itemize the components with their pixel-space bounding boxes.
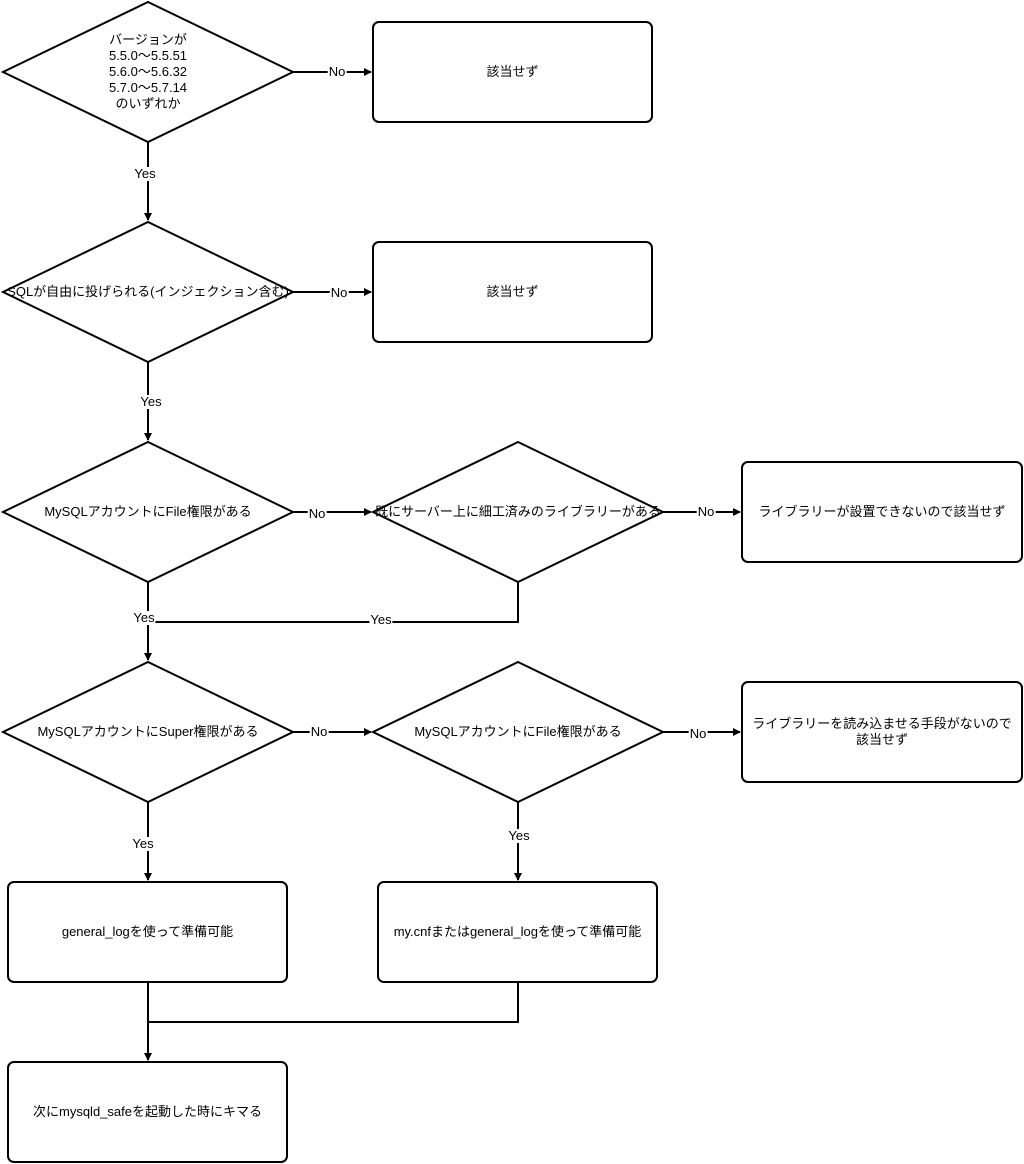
super-privilege-text: MySQLアカウントにSuper権限がある (37, 724, 259, 739)
version-check-text: バージョンが 5.5.0～5.5.51 5.6.0～5.6.32 5.7.0～5… (108, 32, 188, 111)
general-log-text: general_logを使って準備可能 (61, 924, 234, 939)
label-file2-yes: Yes (507, 828, 531, 843)
not-applicable-box-2 (372, 241, 653, 343)
label-super-yes: Yes (131, 836, 155, 851)
file-privilege-text-1: MySQLアカウントにFile権限がある (44, 504, 252, 519)
mycnf-text: my.cnfまたはgeneral_logを使って準備可能 (393, 924, 642, 939)
final-step-box (7, 1061, 288, 1163)
label-super-no: No (309, 724, 329, 739)
file-privilege-text-2: MySQLアカウントにFile権限がある (414, 724, 622, 739)
edge-crafted-yes (148, 582, 519, 623)
not-applicable-text-1: 該当せず (486, 64, 539, 79)
edge-mycnf-final (148, 982, 519, 1023)
label-file1-no: No (307, 506, 327, 521)
no-library-loading-box (741, 681, 1023, 783)
not-applicable-box-1 (372, 21, 653, 123)
label-version-yes: Yes (133, 166, 157, 181)
no-library-loading-text: ライブラリーを読み込ませる手段がないので該当せず (752, 716, 1012, 747)
label-file1-yes: Yes (132, 610, 156, 625)
no-library-placement-text: ライブラリーが設置できないので該当せず (758, 504, 1006, 519)
not-applicable-text-2: 該当せず (486, 284, 539, 299)
final-step-text: 次にmysqld_safeを起動した時にキマる (33, 1104, 262, 1119)
label-sql-yes: Yes (139, 394, 163, 409)
label-version-no: No (327, 64, 347, 79)
crafted-library-text: 既にサーバー上に細工済みのライブラリーがある (375, 504, 661, 519)
label-crafted-no: No (696, 504, 716, 519)
no-library-placement-box (741, 461, 1023, 563)
label-crafted-yes: Yes (369, 612, 393, 627)
label-file2-no: No (688, 726, 708, 741)
sql-free-text: SQLが自由に投げられる(インジェクション含む) (7, 284, 289, 299)
label-sql-no: No (329, 285, 349, 300)
